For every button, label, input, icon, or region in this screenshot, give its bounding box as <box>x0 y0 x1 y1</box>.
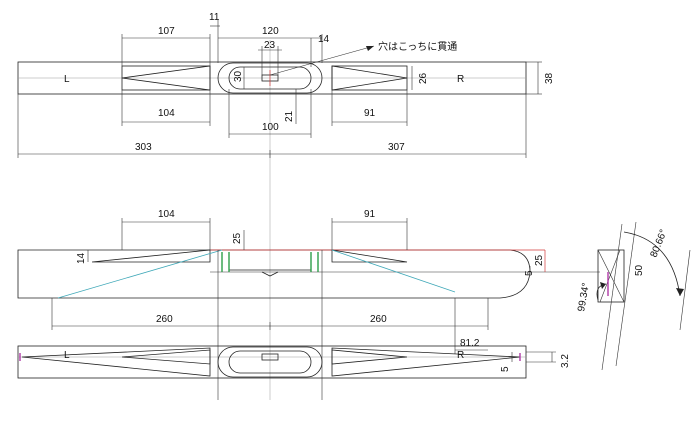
section-slant-2 <box>615 221 637 367</box>
section-angle-arrow-top <box>676 288 684 296</box>
hole-note-leader <box>269 45 375 76</box>
side-dim-5-label: 5 <box>524 270 535 276</box>
section-diag-1 <box>597 249 625 303</box>
section-diag-2 <box>599 249 621 303</box>
top-center-slot-outer <box>217 62 323 94</box>
dim-26-label: 26 <box>418 72 429 84</box>
dim-303-label: 303 <box>135 142 152 153</box>
dim-23-label: 23 <box>264 40 276 51</box>
side-view: 104 91 25 14 25 5 260 260 81.2 <box>17 209 600 400</box>
dim-307-label: 307 <box>388 142 405 153</box>
side-left-pocket <box>91 249 211 263</box>
top-view: L R 107 11 120 23 14 穴はこっちに貫通 30 26 38 <box>17 12 555 158</box>
dim-30-label: 30 <box>233 70 244 82</box>
side-dim-81-label: 81.2 <box>460 338 480 349</box>
dim-120-label: 120 <box>262 26 279 37</box>
bottom-dim-5-label: 5 <box>500 366 511 372</box>
side-dim-14-label: 14 <box>76 252 87 264</box>
dim-100-label: 100 <box>262 122 279 133</box>
side-left-slope <box>57 249 223 299</box>
dim-38-label: 38 <box>544 72 555 84</box>
section-body <box>597 249 625 303</box>
bottom-center-hole <box>261 353 279 361</box>
top-right-mark: R <box>457 74 464 85</box>
bottom-right-wedge <box>331 349 408 365</box>
side-center-notch <box>261 271 279 277</box>
top-left-wedge <box>121 65 211 91</box>
side-right-slope <box>331 249 456 293</box>
hole-note-arrow <box>366 46 374 51</box>
bottom-center-slot-outer <box>217 346 323 378</box>
side-dim-91-label: 91 <box>364 209 376 220</box>
section-dim-50-label: 50 <box>634 264 645 276</box>
top-left-mark: L <box>64 74 70 85</box>
dim-91-label: 91 <box>364 108 376 119</box>
bottom-left-mark: L <box>64 350 70 361</box>
section-angle-arc-top <box>623 231 681 297</box>
side-right-pocket <box>331 249 408 263</box>
top-right-wedge <box>331 65 408 91</box>
section-slant-1 <box>601 223 623 371</box>
hole-note: 穴はこっちに貫通 <box>378 40 457 53</box>
bottom-right-mark: R <box>457 350 464 361</box>
side-dim-260-left-label: 260 <box>156 314 173 325</box>
bottom-left-wedge <box>121 349 211 365</box>
top-center-slot-inner <box>228 66 312 90</box>
section-angle-80-label: 80.66° <box>649 228 670 259</box>
side-dim-25-right-label: 25 <box>534 254 545 266</box>
dim-11-label: 11 <box>209 12 220 23</box>
dim-14-label: 14 <box>318 34 330 45</box>
bottom-right-taper <box>331 347 521 377</box>
section-angle-arrow-bottom <box>600 282 606 289</box>
side-dim-260-right-label: 260 <box>370 314 387 325</box>
dim-104-label: 104 <box>158 108 175 119</box>
side-dim-25-left-label: 25 <box>232 232 243 244</box>
bottom-view: L R 5 3.2 <box>17 345 571 379</box>
section-view: 50 80.66° 99.34° <box>576 221 691 371</box>
dim-107-label: 107 <box>158 26 175 37</box>
bottom-dim-3-label: 3.2 <box>560 354 571 368</box>
side-dim-104-label: 104 <box>158 209 175 220</box>
bottom-center-slot-inner <box>228 350 312 374</box>
section-slant-3 <box>679 249 691 331</box>
dim-21-label: 21 <box>284 110 295 122</box>
section-angle-99-label: 99.34° <box>576 282 592 313</box>
